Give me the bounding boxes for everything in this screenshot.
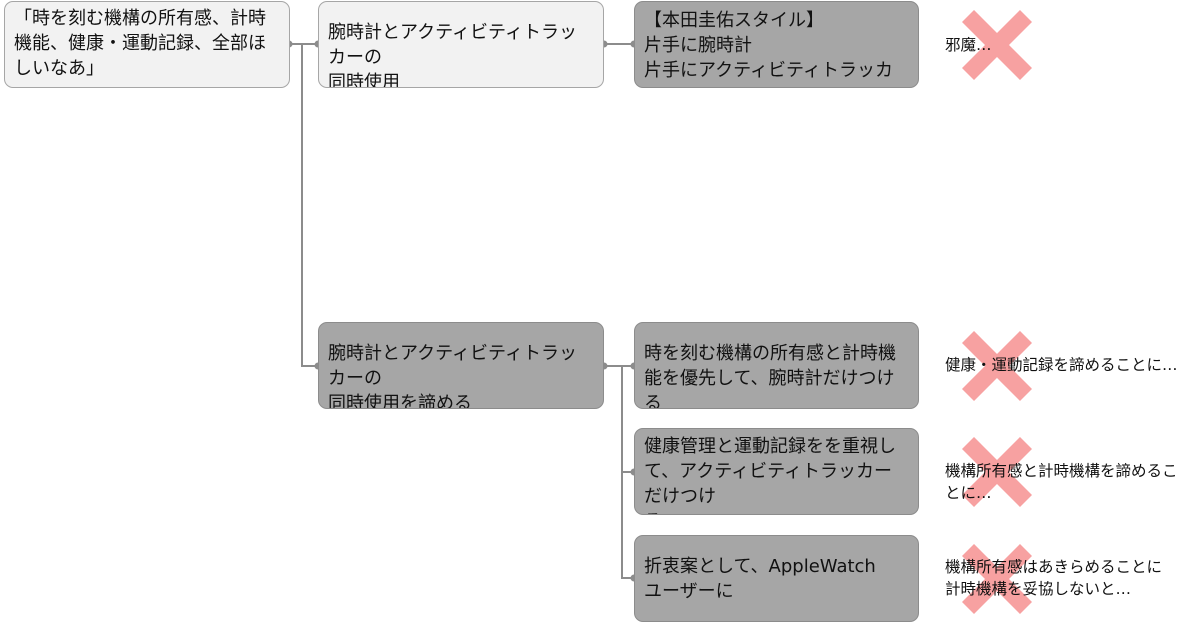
branch-use-both-node: 腕時計とアクティビティトラッカーの 同時使用: [318, 1, 604, 88]
connector-root-to-branches: [290, 43, 318, 367]
verdict-applewatch-text: 機構所有感はあきらめることに 計時機構を妥協しないと…: [945, 558, 1163, 598]
option-watch-only-node: 時を刻む機構の所有感と計時機 能を優先して、腕時計だけつける: [634, 322, 919, 409]
verdict-tracker-only-text: 機構所有感と計時機構を諦めるこ とに…: [945, 462, 1178, 502]
option-tracker-only-node: 健康管理と運動記録をを重視し て、アクティビティトラッカーだけつけ る: [634, 428, 919, 515]
branch-give-up-node: 腕時計とアクティビティトラッカーの 同時使用を諦める: [318, 322, 604, 409]
verdict-use-both-text: 邪魔…: [945, 36, 992, 54]
root-wish-node: 「時を刻む機構の所有感、計時 機能、健康・運動記録、全部ほ しいなあ」: [4, 1, 290, 88]
cross-icon: [962, 331, 1032, 401]
cross-icon: [962, 544, 1032, 614]
option-honda-style-node: 【本田圭佑スタイル】 片手に腕時計 片手にアクティビティトラッカー: [634, 1, 919, 88]
cross-icon: [962, 10, 1032, 80]
option-applewatch-node: 折衷案として、AppleWatch ユーザーに: [634, 535, 919, 622]
cross-icon: [962, 437, 1032, 507]
verdict-watch-only-text: 健康・運動記録を諦めることに…: [945, 356, 1178, 374]
